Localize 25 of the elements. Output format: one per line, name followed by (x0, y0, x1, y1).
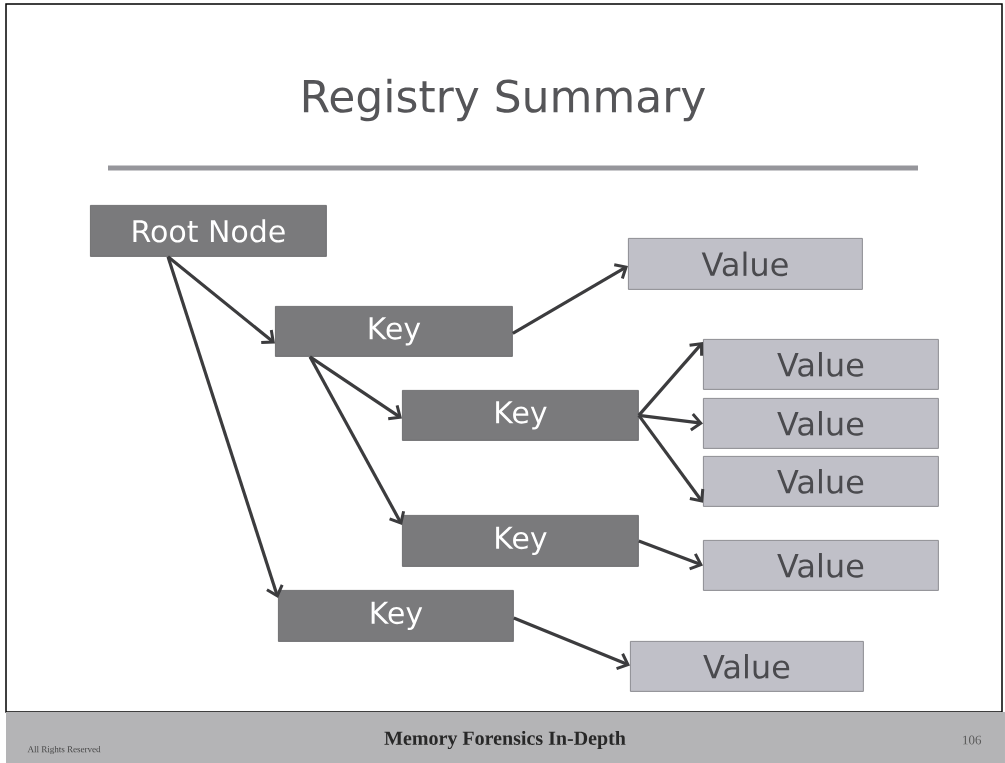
arrow (637, 414, 705, 503)
arrow (308, 356, 406, 525)
arrow (167, 255, 275, 345)
footer-title: Memory Forensics In-Depth (384, 730, 626, 750)
arrow (513, 616, 630, 670)
page-number: 106 (963, 735, 982, 745)
value-box: Value (628, 238, 863, 290)
arrow (512, 263, 628, 335)
value-box: Value (703, 339, 939, 390)
arrow (309, 355, 402, 421)
value-box: Value (703, 456, 939, 507)
value-box: Value (630, 641, 864, 692)
arrow (638, 539, 703, 571)
copyright-note: All Rights Reserved (27, 745, 101, 755)
key-box: Key (402, 515, 639, 567)
key-box: Root Node (90, 205, 327, 257)
arrow (638, 413, 703, 432)
arrow (166, 256, 284, 598)
key-box: Key (402, 390, 639, 441)
value-box: Value (703, 398, 939, 449)
key-box: Key (275, 306, 513, 357)
value-box: Value (703, 540, 939, 591)
title: Registry Summary (303, 78, 706, 122)
arrow (637, 342, 704, 417)
key-box: Key (278, 590, 514, 642)
